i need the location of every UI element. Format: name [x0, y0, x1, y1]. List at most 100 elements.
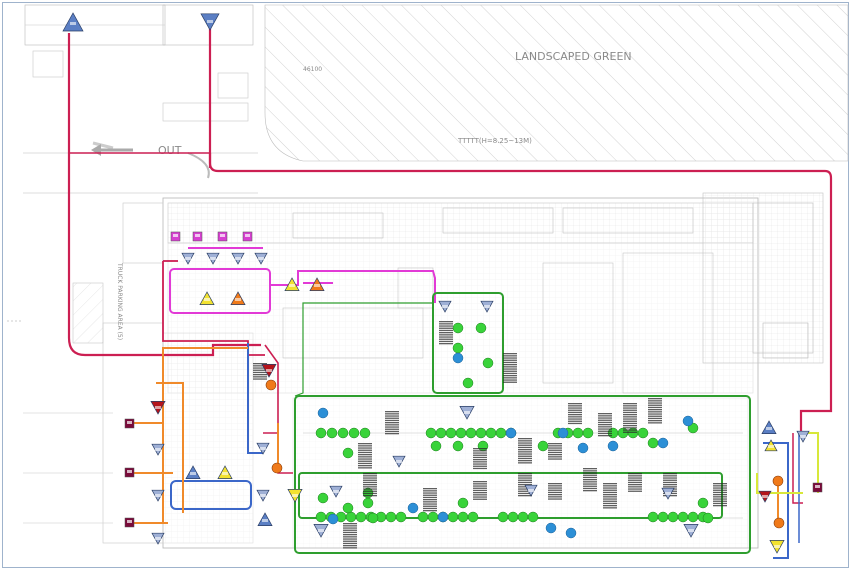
triangle-marker-group — [62, 12, 810, 554]
triangle-marker-icon — [284, 277, 300, 291]
triangle-marker-icon — [796, 430, 810, 443]
circle-node-icon — [497, 511, 509, 523]
circle-node-icon — [537, 440, 549, 452]
triangle-marker-icon — [256, 489, 270, 502]
circle-node-icon — [505, 427, 517, 439]
circle-node-icon — [355, 511, 367, 523]
circle-node-icon — [475, 427, 487, 439]
triangle-marker-icon — [151, 443, 165, 456]
stacked-label-icon — [518, 438, 532, 464]
stacked-label-icon — [363, 473, 377, 497]
triangle-marker-icon — [261, 364, 277, 378]
landscaped-green-label: LANDSCAPED GREEN — [515, 50, 632, 63]
circle-node-icon — [359, 427, 371, 439]
circle-node-icon — [447, 511, 459, 523]
lot-number-label: 46100 — [303, 66, 322, 73]
circle-node-icon — [342, 447, 354, 459]
triangle-marker-icon — [459, 406, 475, 420]
circle-node-icon — [265, 379, 277, 391]
green-node-group — [315, 322, 714, 524]
circle-node-icon — [475, 322, 487, 334]
triangle-marker-icon — [524, 484, 538, 497]
stacked-label-icon — [473, 448, 487, 470]
circle-node-icon — [495, 427, 507, 439]
triangle-marker-icon — [769, 540, 785, 554]
circle-node-icon — [317, 492, 329, 504]
triangle-marker-icon — [254, 252, 268, 265]
circle-node-icon — [667, 511, 679, 523]
floor-plan-diagram: LANDSCAPED GREEN 46100 OUT TTTTT(H=8.25~… — [7, 4, 849, 559]
triangle-marker-icon — [761, 420, 777, 434]
square-tag-icon — [812, 482, 823, 493]
circle-node-icon — [657, 437, 669, 449]
circle-node-icon — [385, 511, 397, 523]
stacked-label-icon — [385, 411, 399, 435]
circle-node-icon — [427, 511, 439, 523]
stacked-label-icon — [583, 468, 597, 492]
circle-node-icon — [348, 427, 360, 439]
square-tag-icon — [242, 231, 253, 242]
triangle-marker-icon — [199, 291, 215, 305]
circle-node-icon — [677, 511, 689, 523]
dimension-note: TTTTT(H=8.25~13M) — [457, 137, 532, 145]
circle-node-icon — [462, 377, 474, 389]
stacked-label-icon — [518, 473, 532, 497]
triangle-marker-icon — [151, 489, 165, 502]
circle-node-icon — [565, 527, 577, 539]
circle-node-icon — [607, 440, 619, 452]
circle-node-icon — [315, 427, 327, 439]
out-arrow-icon — [91, 144, 133, 156]
circle-node-icon — [457, 511, 469, 523]
circle-node-icon — [395, 511, 407, 523]
circle-node-icon — [315, 511, 327, 523]
stacked-label-icon — [598, 413, 612, 437]
triangle-marker-icon — [758, 490, 772, 503]
blue-pipe-loops — [170, 343, 800, 559]
triangle-marker-icon — [181, 252, 195, 265]
square-tag-icon — [170, 231, 181, 242]
circle-node-icon — [430, 440, 442, 452]
stacked-label-icon — [713, 483, 727, 507]
circle-node-icon — [407, 502, 419, 514]
circle-node-icon — [425, 427, 437, 439]
circle-node-icon — [682, 415, 694, 427]
triangle-marker-icon — [661, 487, 675, 500]
stacked-label-icon — [603, 483, 617, 509]
triangle-marker-icon — [150, 401, 166, 415]
stacked-label-icon — [548, 443, 562, 460]
blue-node-group — [317, 352, 694, 539]
circle-node-icon — [657, 511, 669, 523]
stacked-label-icon — [473, 481, 487, 500]
background-drawing — [7, 4, 849, 549]
square-tag-group — [124, 231, 823, 529]
circle-node-icon — [326, 427, 338, 439]
circle-node-icon — [342, 502, 354, 514]
circle-node-icon — [455, 427, 467, 439]
triangle-marker-icon — [438, 300, 452, 313]
circle-node-icon — [647, 511, 659, 523]
square-tag-icon — [192, 231, 203, 242]
stacked-label-icon — [423, 488, 437, 512]
circle-node-icon — [465, 427, 477, 439]
circle-node-icon — [452, 322, 464, 334]
stacked-label-icon — [548, 483, 562, 500]
triangle-marker-icon — [309, 277, 325, 291]
main-supply-pipe — [67, 23, 833, 504]
triangle-marker-icon — [62, 12, 84, 32]
stacked-label-icon — [343, 523, 357, 549]
stacked-label-icon — [503, 353, 517, 383]
stacked-label-icon — [628, 473, 642, 492]
triangle-marker-icon — [764, 439, 778, 452]
circle-node-icon — [317, 407, 329, 419]
out-label: OUT — [158, 144, 182, 157]
circle-node-icon — [507, 511, 519, 523]
stacked-label-icon — [253, 363, 267, 380]
square-tag-icon — [124, 517, 135, 528]
stacked-label-icon — [568, 403, 582, 425]
circle-node-icon — [337, 427, 349, 439]
circle-node-icon — [457, 497, 469, 509]
circle-node-icon — [345, 511, 357, 523]
circle-node-icon — [687, 511, 699, 523]
stacked-label-icon — [439, 321, 453, 345]
